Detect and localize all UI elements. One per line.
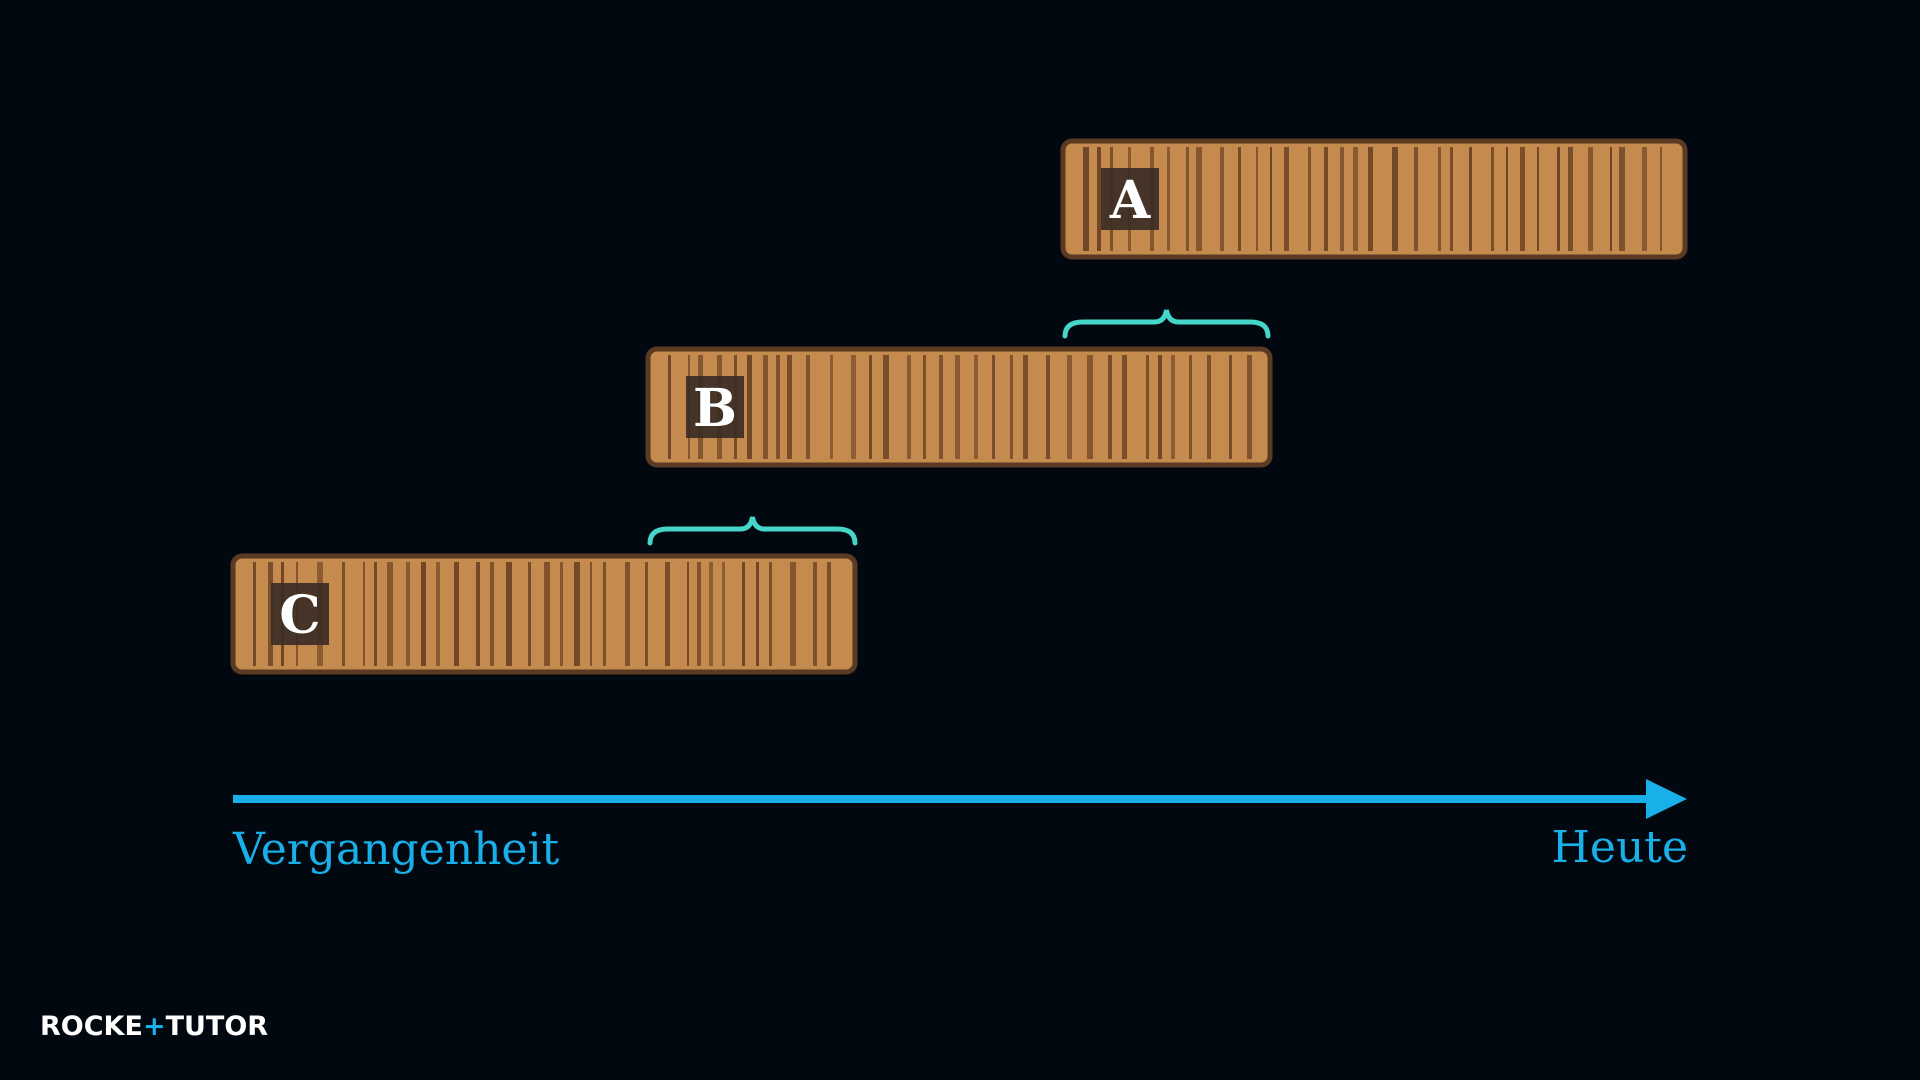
overlap-braces xyxy=(647,309,1271,546)
layer-label: C xyxy=(279,585,320,646)
overlap-brace-1 xyxy=(1062,309,1271,339)
time-axis xyxy=(233,779,1687,819)
layer-label: A xyxy=(1109,170,1151,231)
layer-label-box xyxy=(1101,168,1159,230)
rockettutor-logo: ROCKE+TUTOR xyxy=(40,1013,268,1040)
layer-a: A xyxy=(1060,138,1688,260)
logo-plus: + xyxy=(142,1011,166,1042)
axis-label-today: Heute xyxy=(1551,822,1688,873)
layer-b: B xyxy=(645,346,1273,468)
time-axis-arrowhead xyxy=(1646,779,1687,819)
logo-text-1: ROCKE xyxy=(40,1011,143,1042)
overlap-brace-2 xyxy=(647,516,858,546)
axis-label-past: Vergangenheit xyxy=(233,824,560,875)
layer-label: B xyxy=(693,378,737,439)
layer-c: C xyxy=(230,553,858,675)
layers-group: A B C xyxy=(230,138,1688,675)
layer-label-box xyxy=(686,376,744,438)
layer-label-box xyxy=(271,583,329,645)
logo-text-2: TUTOR xyxy=(165,1011,269,1042)
layer-bar xyxy=(1060,138,1688,260)
